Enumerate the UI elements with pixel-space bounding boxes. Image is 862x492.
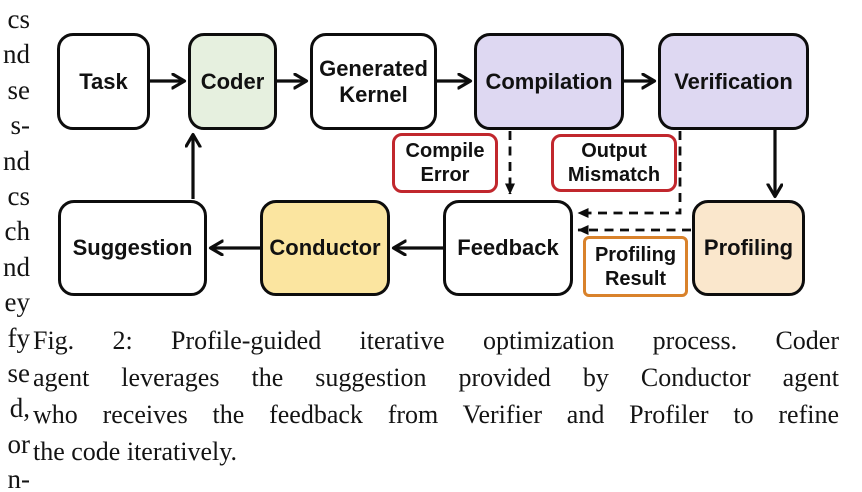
- column-fragment: ey: [4, 287, 30, 318]
- caption-line: who receives the feedback from Verifier …: [33, 400, 839, 429]
- node-coder: Coder: [188, 33, 277, 130]
- node-verification: Verification: [658, 33, 809, 130]
- label-output-mismatch: Output Mismatch: [551, 134, 677, 192]
- label-profiling-result: Profiling Result: [583, 236, 688, 297]
- node-generated-kernel: Generated Kernel: [310, 33, 437, 130]
- caption-line: agent leverages the suggestion provided …: [33, 363, 839, 392]
- caption-line: Fig. 2: Profile-guided iterative optimiz…: [33, 326, 839, 355]
- column-fragment: ch: [4, 216, 30, 247]
- figure-2-diagram: Task Coder Generated Kernel Compilation …: [57, 33, 809, 297]
- column-fragment: s-: [10, 110, 31, 141]
- column-fragment: se: [7, 74, 31, 105]
- column-fragment: cs: [7, 180, 31, 211]
- column-fragment: n-: [7, 464, 31, 492]
- column-fragment: nd: [3, 251, 30, 282]
- node-compilation: Compilation: [474, 33, 624, 130]
- node-suggestion: Suggestion: [58, 200, 207, 296]
- caption-line: the code iteratively.: [33, 437, 238, 466]
- figure-caption: Fig. 2: Profile-guided iterative optimiz…: [33, 322, 839, 470]
- left-column-text-fragments: cs nd se s- nd cs ch nd ey fy se d, or n…: [0, 2, 30, 492]
- column-fragment: fy: [7, 322, 31, 353]
- node-task: Task: [57, 33, 150, 130]
- column-fragment: d,: [9, 393, 30, 424]
- column-fragment: nd: [3, 145, 30, 176]
- node-profiling: Profiling: [692, 200, 805, 296]
- node-conductor: Conductor: [260, 200, 390, 296]
- column-fragment: nd: [3, 39, 30, 70]
- column-fragment: se: [7, 357, 31, 388]
- node-feedback: Feedback: [443, 200, 573, 296]
- label-compile-error: Compile Error: [392, 133, 498, 193]
- column-fragment: cs: [7, 4, 31, 34]
- column-fragment: or: [7, 428, 31, 459]
